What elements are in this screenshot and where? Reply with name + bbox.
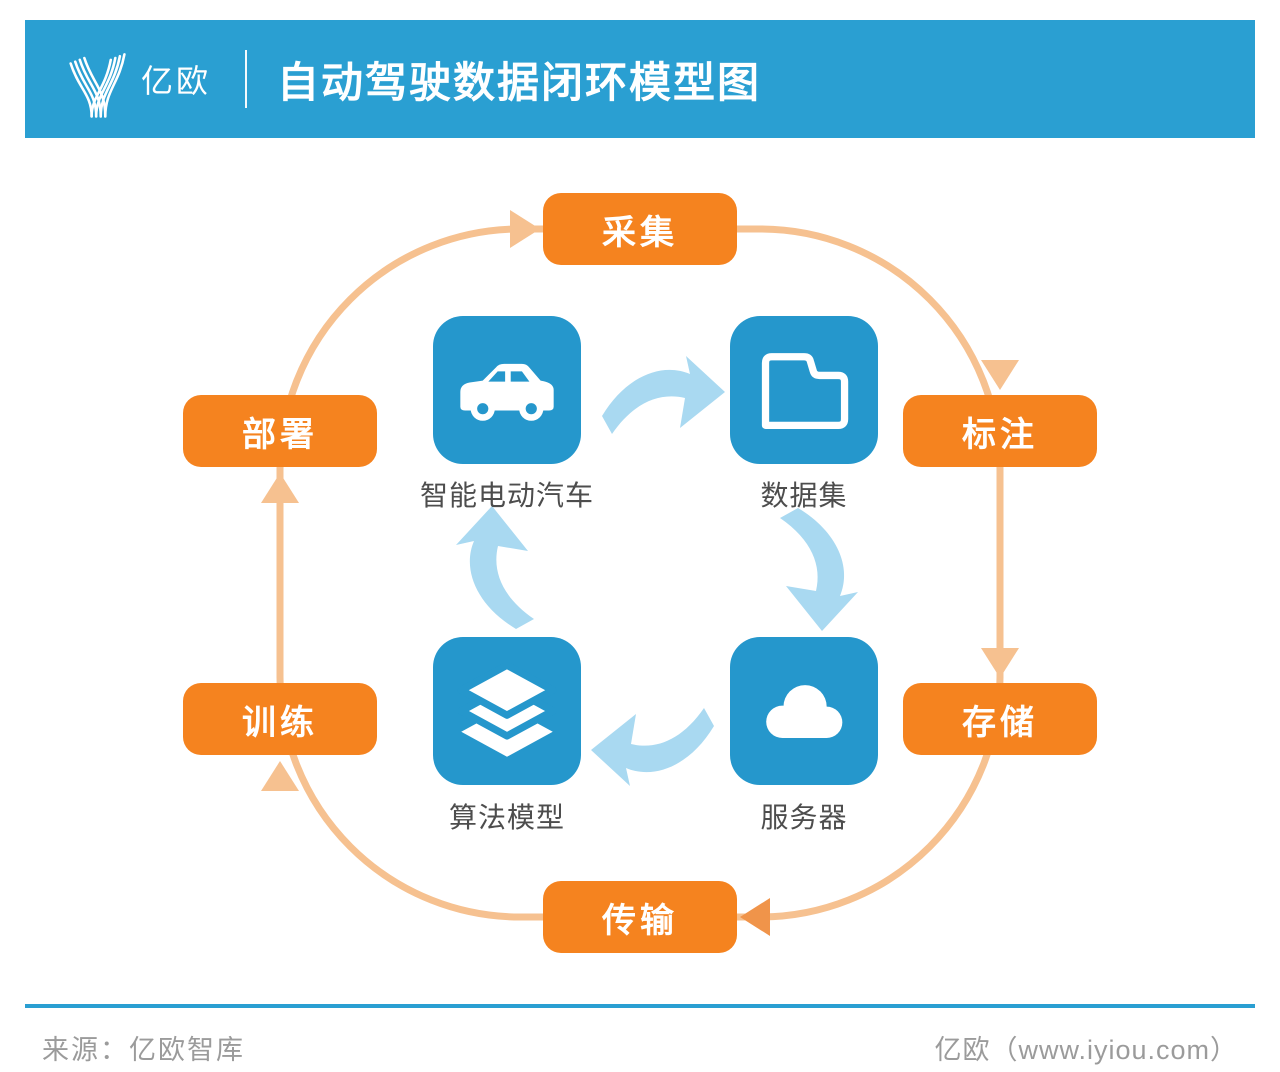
node-dataset — [730, 316, 878, 464]
footer-divider — [25, 1004, 1255, 1008]
inner-arrow-server-to-model — [591, 708, 714, 786]
cloud-icon — [766, 685, 843, 738]
inner-arrow-model-to-car — [456, 506, 534, 629]
step-chuanshu: 传输 — [543, 881, 737, 953]
arrowhead-into-caiji — [510, 210, 540, 248]
header-divider — [245, 50, 248, 108]
node-server — [730, 637, 878, 785]
arrowhead-into-biaozhu — [981, 360, 1019, 390]
step-cunchu: 存储 — [903, 683, 1097, 755]
inner-arrow-car-to-dataset — [602, 356, 725, 434]
iyiou-logo-icon — [69, 53, 126, 118]
layers-icon — [457, 663, 557, 757]
step-xunlian: 训练 — [183, 683, 377, 755]
footer-source-text: 来源：亿欧智库 — [42, 1035, 245, 1065]
arrowhead-into-bushu — [261, 473, 299, 503]
node-label-dataset: 数据集 — [760, 480, 848, 511]
footer-credit-text: 亿欧（www.iyiou.com） — [934, 1035, 1238, 1065]
node-label-model: 算法模型 — [448, 802, 565, 833]
step-caiji: 采集 — [543, 193, 737, 265]
step-biaozhu: 标注 — [903, 395, 1097, 467]
node-label-smart-ev: 智能电动汽车 — [419, 480, 594, 511]
node-model — [433, 637, 581, 785]
node-label-server: 服务器 — [760, 802, 848, 833]
header-bar: 亿欧 自动驾驶数据闭环模型图 — [25, 20, 1255, 138]
arrowhead-into-chuanshu — [740, 898, 770, 936]
arrowhead-into-xunlian — [261, 761, 299, 791]
node-smart-ev — [433, 316, 581, 464]
arrowhead-into-cunchu — [981, 648, 1019, 678]
folder-icon — [761, 353, 849, 429]
inner-arrow-dataset-to-server — [780, 508, 858, 631]
car-icon — [460, 363, 554, 421]
page-title: 自动驾驶数据闭环模型图 — [277, 58, 762, 106]
brand-name: 亿欧 — [141, 63, 212, 99]
step-bushu: 部署 — [183, 395, 377, 467]
